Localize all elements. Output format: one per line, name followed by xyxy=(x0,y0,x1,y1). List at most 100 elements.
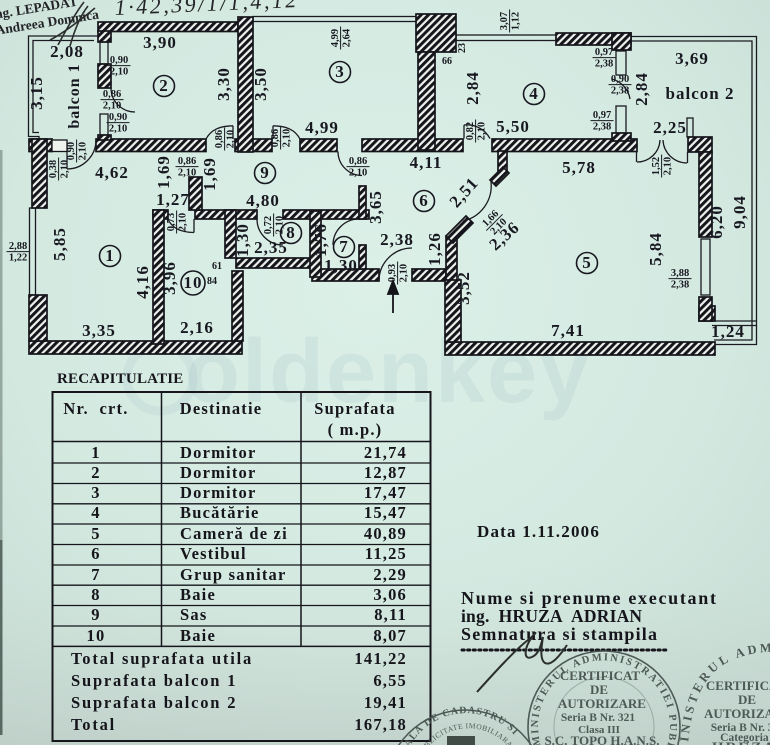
svg-text:DE: DE xyxy=(738,692,756,707)
svg-text:0,86: 0,86 xyxy=(349,156,367,167)
svg-text:10: 10 xyxy=(87,626,106,645)
svg-text:6: 6 xyxy=(419,191,429,210)
svg-text:7: 7 xyxy=(91,565,100,584)
svg-text:7,41: 7,41 xyxy=(551,321,585,340)
svg-text:( m.p.): ( m.p.) xyxy=(328,420,383,439)
svg-text:2,10: 2,10 xyxy=(349,168,367,179)
svg-text:8,07: 8,07 xyxy=(373,626,407,645)
svg-text:oldenkey: oldenkey xyxy=(185,322,591,422)
svg-text:2,16: 2,16 xyxy=(180,318,214,337)
svg-text:1: 1 xyxy=(91,443,100,462)
svg-text:2,84: 2,84 xyxy=(632,72,651,106)
svg-text:CERTIFICAT: CERTIFICAT xyxy=(560,668,641,683)
svg-text:9: 9 xyxy=(91,605,100,624)
svg-text:2,10: 2,10 xyxy=(226,130,237,148)
svg-text:5,85: 5,85 xyxy=(50,227,69,261)
svg-text:0,97: 0,97 xyxy=(593,110,611,121)
svg-text:3,65: 3,65 xyxy=(366,190,385,224)
svg-text:6: 6 xyxy=(91,544,100,563)
svg-text:Dormitor: Dormitor xyxy=(180,463,257,482)
svg-text:3: 3 xyxy=(335,62,345,81)
svg-text:0,90: 0,90 xyxy=(109,112,127,123)
svg-text:84: 84 xyxy=(207,276,217,287)
svg-text:3,52: 3,52 xyxy=(454,271,473,305)
svg-text:1: 1 xyxy=(105,246,115,265)
svg-text:1,69: 1,69 xyxy=(200,157,219,191)
svg-text:HRUZA: HRUZA xyxy=(712,740,770,745)
svg-text:5: 5 xyxy=(91,524,100,543)
svg-text:2,38: 2,38 xyxy=(611,86,629,97)
svg-text:0,82: 0,82 xyxy=(465,122,476,140)
svg-text:2: 2 xyxy=(91,463,100,482)
svg-text:Dormitor: Dormitor xyxy=(180,483,257,502)
svg-text:1,12: 1,12 xyxy=(511,12,522,30)
svg-text:Grup sanitar: Grup sanitar xyxy=(180,565,287,584)
svg-text:DE: DE xyxy=(590,682,608,697)
svg-text:3: 3 xyxy=(91,483,100,502)
svg-text:Seria B Nr. 321: Seria B Nr. 321 xyxy=(561,712,636,724)
svg-text:Nume si prenume executant: Nume si prenume executant xyxy=(461,588,718,608)
svg-text:Data 1.11.2006: Data 1.11.2006 xyxy=(477,522,600,541)
svg-text:4: 4 xyxy=(529,84,539,103)
svg-text:9,04: 9,04 xyxy=(730,195,749,229)
svg-text:0,73: 0,73 xyxy=(166,213,177,231)
svg-text:2,10: 2,10 xyxy=(275,216,286,234)
svg-text:2,10: 2,10 xyxy=(477,122,488,140)
svg-text:40,89: 40,89 xyxy=(364,524,407,543)
svg-text:1,27: 1,27 xyxy=(156,190,190,209)
svg-text:4,99: 4,99 xyxy=(305,118,339,137)
svg-text:1,24: 1,24 xyxy=(711,322,745,341)
svg-text:11,25: 11,25 xyxy=(365,544,407,563)
svg-text:167,18: 167,18 xyxy=(354,715,407,734)
svg-text:2,10: 2,10 xyxy=(60,160,71,178)
svg-text:4: 4 xyxy=(91,503,100,522)
svg-text:1,30: 1,30 xyxy=(233,223,252,257)
svg-text:1,76: 1,76 xyxy=(311,223,330,257)
svg-text:3,90: 3,90 xyxy=(143,33,177,52)
svg-text:8,11: 8,11 xyxy=(374,605,407,624)
svg-text:balcon 2: balcon 2 xyxy=(666,84,735,103)
svg-text:1,69: 1,69 xyxy=(154,155,173,189)
svg-text:Total suprafata utila: Total suprafata utila xyxy=(71,649,253,668)
svg-text:Suprafata balcon 1: Suprafata balcon 1 xyxy=(71,671,237,690)
svg-text:Nr. crt.: Nr. crt. xyxy=(63,399,128,418)
svg-text:Clasa III: Clasa III xyxy=(578,724,620,736)
svg-text:3,06: 3,06 xyxy=(373,585,407,604)
svg-text:0,86: 0,86 xyxy=(178,156,196,167)
svg-text:7: 7 xyxy=(339,237,349,256)
svg-text:0,86: 0,86 xyxy=(103,89,121,100)
svg-text:12,87: 12,87 xyxy=(364,463,407,482)
svg-text:Destinatie: Destinatie xyxy=(180,399,263,418)
svg-text:0,93: 0,93 xyxy=(387,264,398,282)
svg-text:61: 61 xyxy=(212,261,222,272)
svg-text:1,30: 1,30 xyxy=(324,256,358,275)
svg-text:RECAPITULATIE: RECAPITULATIE xyxy=(57,371,184,387)
svg-text:2,38: 2,38 xyxy=(380,230,414,249)
svg-text:4,80: 4,80 xyxy=(246,191,280,210)
svg-text:3,07: 3,07 xyxy=(499,12,510,30)
svg-text:0,72: 0,72 xyxy=(263,216,274,234)
svg-text:0,90: 0,90 xyxy=(611,74,629,85)
svg-text:1,52: 1,52 xyxy=(651,157,662,175)
svg-text:3,15: 3,15 xyxy=(27,76,46,110)
svg-text:3,35: 3,35 xyxy=(82,321,116,340)
svg-text:8: 8 xyxy=(286,223,296,242)
svg-text:Vestibul: Vestibul xyxy=(180,544,247,563)
svg-text:5: 5 xyxy=(582,253,592,272)
svg-text:141,22: 141,22 xyxy=(354,649,407,668)
svg-text:2,35: 2,35 xyxy=(254,238,288,257)
svg-text:2,84: 2,84 xyxy=(463,71,482,105)
svg-text:10: 10 xyxy=(184,273,203,292)
svg-text:Baie: Baie xyxy=(180,626,216,645)
svg-text:Suprafata balcon 2: Suprafata balcon 2 xyxy=(71,693,237,712)
svg-text:4,99: 4,99 xyxy=(330,29,341,47)
svg-text:1,26: 1,26 xyxy=(425,232,444,266)
svg-text:4,11: 4,11 xyxy=(410,153,443,172)
svg-text:Suprafata: Suprafata xyxy=(314,399,395,418)
svg-text:23: 23 xyxy=(457,43,468,53)
svg-text:2,64: 2,64 xyxy=(342,28,353,47)
svg-text:6,20: 6,20 xyxy=(707,205,726,239)
svg-text:5,50: 5,50 xyxy=(496,117,530,136)
svg-text:Categoria D: Categoria D xyxy=(720,732,770,744)
svg-text:AUTORIZARE: AUTORIZARE xyxy=(558,696,646,711)
